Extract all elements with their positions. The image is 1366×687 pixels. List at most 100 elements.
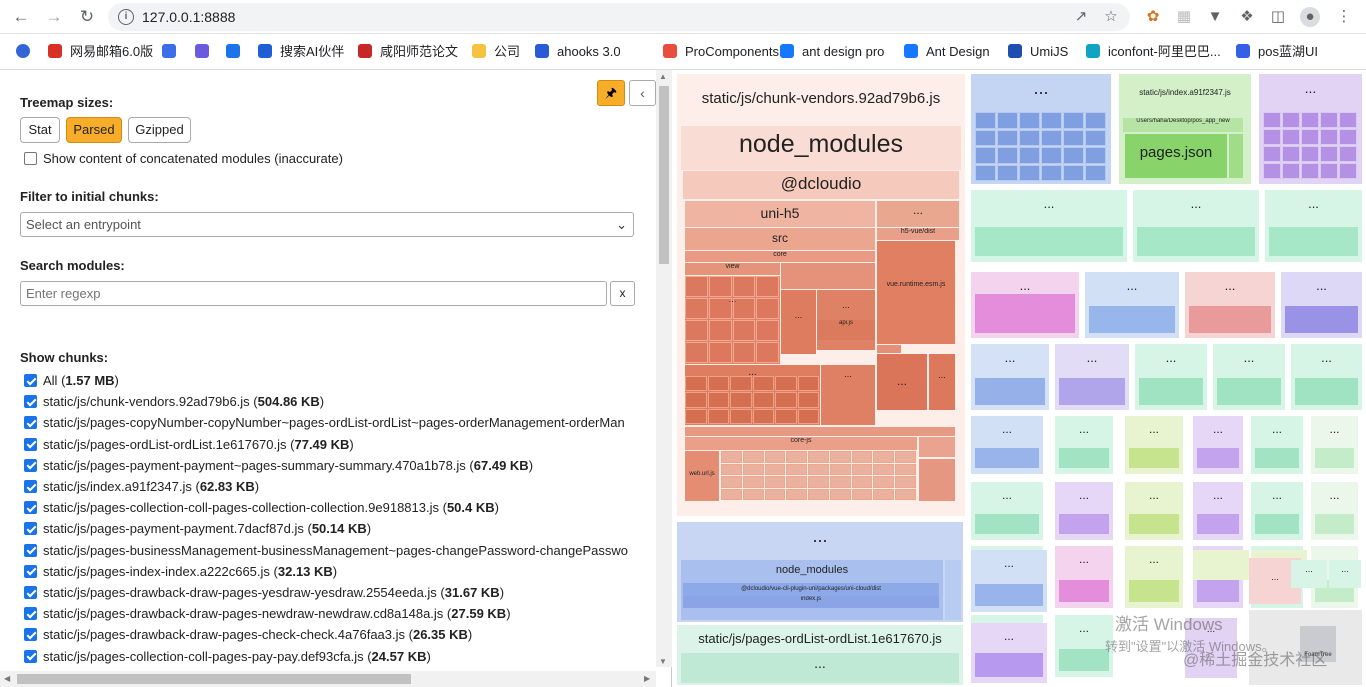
treemap-cell[interactable]: web.url.js	[685, 451, 719, 501]
treemap-leaf[interactable]	[1339, 163, 1357, 179]
treemap-leaf[interactable]	[829, 476, 851, 488]
treemap-leaf[interactable]	[1339, 112, 1357, 128]
chunk-checkbox[interactable]	[24, 522, 37, 536]
bookmark-item[interactable]: pos蓝湖UI	[1236, 43, 1318, 61]
treemap-leaf[interactable]	[1063, 147, 1084, 164]
treemap-leaf[interactable]	[1301, 129, 1319, 145]
treemap-cell[interactable]: view	[685, 263, 780, 275]
treemap-cell[interactable]	[975, 513, 1039, 535]
treemap-cell[interactable]: @dcloudio	[683, 171, 959, 199]
treemap-leaf[interactable]	[764, 463, 786, 475]
treemap-cell[interactable]	[1197, 513, 1239, 535]
treemap-cell[interactable]	[1059, 649, 1109, 671]
treemap-cell[interactable]	[945, 560, 961, 620]
treemap-leaf[interactable]	[1320, 129, 1338, 145]
treemap-cell[interactable]	[919, 437, 955, 457]
treemap-leaf[interactable]	[775, 376, 797, 392]
back-icon[interactable]: ←	[12, 7, 30, 26]
treemap-leaf[interactable]	[851, 488, 873, 500]
treemap-leaf[interactable]	[708, 276, 732, 297]
treemap-cell[interactable]	[975, 447, 1039, 469]
treemap-cell[interactable]	[975, 294, 1075, 312]
chunk-checkbox[interactable]	[24, 480, 37, 493]
treemap-leaf[interactable]	[721, 488, 742, 500]
bookmark-item[interactable]: 公司	[472, 43, 520, 61]
scroll-left-icon[interactable]: ◀	[4, 674, 11, 683]
bookmark-app-icon[interactable]	[16, 43, 38, 61]
treemap-cell[interactable]: core-js	[685, 437, 917, 450]
treemap-leaf[interactable]	[895, 451, 916, 463]
treemap-cell[interactable]	[685, 427, 955, 436]
treemap-leaf[interactable]	[685, 320, 708, 341]
treemap-cell[interactable]: src	[685, 228, 875, 250]
treemap-leaf[interactable]	[1085, 112, 1106, 129]
treemap-cell[interactable]	[1255, 513, 1299, 535]
forward-icon[interactable]: →	[45, 7, 63, 26]
treemap-cell[interactable]	[1059, 447, 1109, 469]
treemap-cell[interactable]	[877, 345, 901, 353]
treemap-leaf[interactable]	[829, 451, 851, 463]
treemap-leaf[interactable]	[732, 342, 756, 363]
treemap-leaf[interactable]	[752, 408, 774, 424]
treemap-leaf[interactable]	[721, 463, 742, 475]
more-menu-icon[interactable]: ⋮	[1336, 8, 1352, 25]
scroll-right-icon[interactable]: ▶	[644, 674, 651, 683]
scroll-down-icon[interactable]: ▼	[659, 657, 667, 666]
stat-button[interactable]: Stat	[20, 117, 60, 143]
treemap-leaf[interactable]	[1085, 147, 1106, 164]
treemap-cell[interactable]	[781, 263, 875, 289]
treemap-leaf[interactable]	[1019, 147, 1040, 164]
treemap-cell[interactable]	[1197, 447, 1239, 469]
treemap-cell[interactable]	[1059, 513, 1109, 535]
treemap-leaf[interactable]	[1320, 112, 1338, 128]
bookmark-item[interactable]	[162, 43, 184, 61]
treemap-leaf[interactable]	[1041, 112, 1062, 129]
treemap-leaf[interactable]	[756, 320, 779, 341]
chunk-item[interactable]: static/js/pages-businessManagement-busin…	[24, 543, 628, 559]
treemap-leaf[interactable]	[797, 408, 819, 424]
treemap-leaf[interactable]	[1063, 129, 1084, 146]
treemap-leaf[interactable]	[742, 476, 764, 488]
treemap-cell[interactable]	[975, 584, 1043, 606]
chunk-item[interactable]: static/js/pages-drawback-draw-pages-newd…	[24, 606, 511, 622]
treemap-leaf[interactable]	[975, 129, 996, 146]
treemap-cell[interactable]	[1197, 580, 1239, 602]
treemap-cell[interactable]: index.js	[683, 596, 939, 608]
bookmark-item[interactable]	[195, 43, 217, 61]
treemap-cell[interactable]: ...	[781, 290, 816, 354]
treemap-cell[interactable]: core	[685, 251, 875, 262]
treemap-leaf[interactable]	[1320, 163, 1338, 179]
treemap-leaf[interactable]	[1041, 147, 1062, 164]
extension-icon[interactable]: ✿	[1146, 8, 1160, 25]
chunk-checkbox[interactable]	[24, 607, 37, 621]
chunk-checkbox[interactable]	[24, 649, 37, 663]
chunk-checkbox[interactable]	[24, 374, 37, 387]
treemap-leaf[interactable]	[1063, 164, 1084, 181]
treemap-leaf[interactable]	[732, 298, 756, 319]
treemap-leaf[interactable]	[1085, 164, 1106, 181]
treemap-cell[interactable]	[1129, 580, 1179, 602]
treemap-cell[interactable]	[975, 378, 1045, 405]
treemap-cell[interactable]: uni-h5	[685, 201, 875, 227]
treemap-leaf[interactable]	[732, 320, 756, 341]
treemap-cell[interactable]: ...	[681, 653, 959, 683]
parsed-button[interactable]: Parsed	[66, 117, 122, 143]
chunk-item[interactable]: static/js/pages-collection-coll-pages-co…	[24, 500, 499, 516]
treemap-leaf[interactable]	[808, 488, 829, 500]
treemap-leaf[interactable]	[873, 488, 895, 500]
treemap-leaf[interactable]	[1282, 112, 1300, 128]
treemap-leaf[interactable]	[873, 463, 895, 475]
scroll-up-icon[interactable]: ▲	[659, 72, 667, 81]
treemap-leaf[interactable]	[1301, 146, 1319, 162]
chunk-item[interactable]: static/js/chunk-vendors.92ad79b6.js (504…	[24, 394, 324, 410]
treemap-leaf[interactable]	[895, 476, 916, 488]
bookmark-item[interactable]: 搜索AI伙伴	[258, 43, 344, 61]
share-icon[interactable]: ↗	[1074, 8, 1088, 25]
chunk-item[interactable]: static/js/pages-ordList-ordList.1e617670…	[24, 437, 354, 453]
treemap-leaf[interactable]	[775, 408, 797, 424]
treemap-leaf[interactable]	[1019, 112, 1040, 129]
concat-checkbox[interactable]	[24, 152, 37, 165]
chunk-checkbox[interactable]	[24, 586, 37, 599]
treemap-leaf[interactable]	[1282, 146, 1300, 162]
treemap-cell[interactable]: ...	[1329, 560, 1361, 588]
